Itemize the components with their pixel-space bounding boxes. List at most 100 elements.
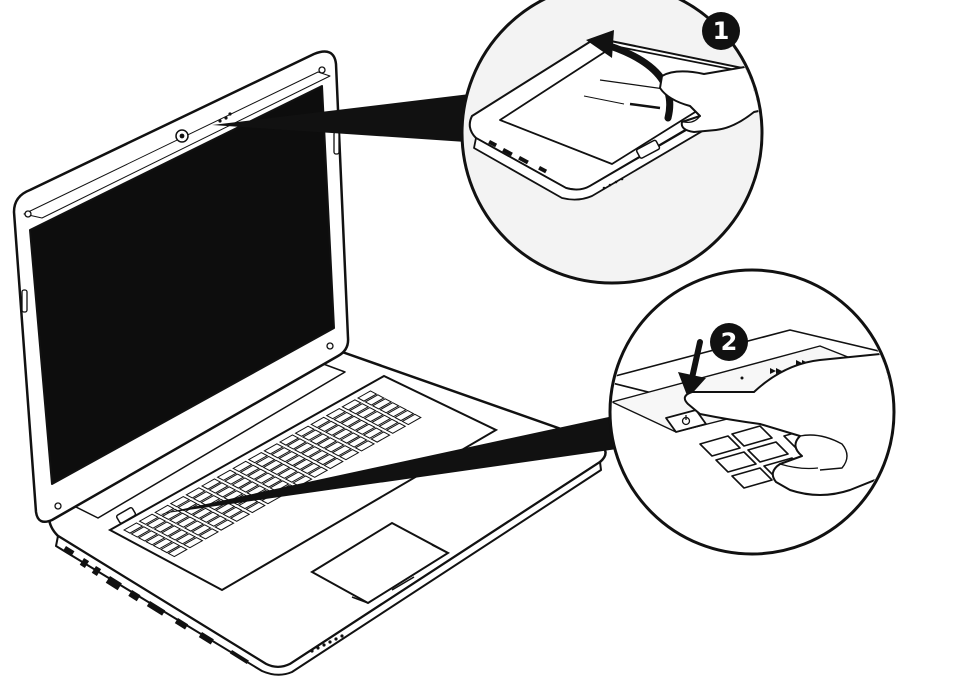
keyboard-key: [232, 460, 253, 473]
keyboard-key: [371, 398, 393, 410]
keyboard-key: [269, 463, 291, 475]
keyboard-key: [246, 468, 268, 480]
keyboard-key: [214, 502, 236, 515]
keyboard-key: [183, 520, 205, 532]
keyboard-key: [324, 441, 345, 453]
microphone-icon: [218, 112, 232, 123]
keyboard-key: [145, 534, 166, 546]
keyboard-key: [347, 419, 369, 431]
keyboard-key: [168, 529, 189, 541]
keyboard-key: [185, 487, 206, 499]
keyboard: [107, 374, 499, 592]
keyboard-key: [354, 440, 376, 452]
laptop-lid: [12, 50, 350, 523]
keyboard-key: [145, 517, 167, 529]
keyboard-key: [317, 420, 339, 432]
keyboard-key: [284, 471, 306, 483]
keyboard-key: [152, 537, 174, 550]
keyboard-key: [223, 473, 245, 485]
keyboard-key: [356, 390, 378, 402]
side-ports: [62, 546, 249, 664]
keyboard-key: [385, 422, 407, 434]
keyboard-key: [216, 469, 238, 481]
keyboard-key: [323, 457, 344, 470]
keyboard-key: [247, 451, 269, 464]
keyboard-key: [270, 447, 292, 459]
keyboard-key: [300, 462, 321, 474]
keyboard-key: [138, 513, 160, 525]
callout-wedge-1: [212, 94, 470, 142]
keyboard-key: [355, 423, 376, 435]
keyboard-key: [347, 436, 368, 448]
keyboard-key: [130, 526, 151, 538]
keyboard-key: [301, 446, 322, 458]
power-symbol-icon[interactable]: [665, 409, 707, 433]
keyboard-key: [254, 472, 275, 484]
keyboard-key: [292, 458, 314, 471]
keyboard-key: [206, 515, 228, 527]
keyboard-key: [159, 541, 181, 554]
keyboard-key: [231, 477, 252, 489]
step-1-badge: 1: [702, 12, 740, 50]
keyboard-key: [176, 516, 197, 528]
keyboard-key: [348, 403, 370, 415]
status-leds: [310, 634, 344, 653]
keyboard-key: [316, 437, 338, 449]
keyboard-key: [370, 431, 391, 443]
keyboard-key: [325, 407, 347, 420]
keyboard-key: [263, 443, 284, 455]
keyboard-key: [309, 433, 330, 445]
webcam-icon: [175, 129, 189, 143]
callout-wedge-2: [160, 415, 624, 514]
keyboard-key: [214, 519, 235, 531]
keyboard-key: [324, 424, 346, 436]
keyboard-key: [333, 411, 354, 424]
keyboard-key: [122, 522, 144, 534]
keyboard-key: [339, 432, 361, 444]
keyboard-keys: [122, 390, 422, 558]
keyboard-key: [208, 482, 229, 494]
keyboard-key: [198, 528, 220, 540]
keyboard-key: [362, 427, 384, 439]
keyboard-key: [332, 428, 353, 440]
keyboard-key: [364, 394, 385, 406]
keyboard-key: [285, 454, 307, 467]
keyboard-key: [301, 429, 323, 441]
keyboard-key: [370, 414, 392, 427]
power-button[interactable]: [115, 506, 137, 524]
keyboard-key: [308, 449, 330, 462]
keyboard-key: [161, 508, 183, 520]
detail-power-button: [608, 268, 896, 556]
keyboard-key: [315, 453, 337, 466]
keyboard-key: [378, 418, 399, 430]
keyboard-key: [338, 448, 360, 461]
keyboard-key: [386, 405, 408, 418]
detail-open-lid: [460, 0, 764, 285]
keyboard-key: [331, 445, 353, 457]
keyboard-key: [192, 491, 214, 503]
keyboard-key: [393, 409, 415, 422]
keyboard-key: [401, 413, 422, 426]
keyboard-key: [363, 410, 385, 423]
keyboard-key: [278, 450, 299, 463]
curved-arrow-up-icon: [606, 42, 674, 122]
keyboard-key: [169, 495, 191, 508]
keyboard-key: [310, 416, 331, 429]
keyboard-key: [261, 476, 283, 488]
keyboard-key: [341, 399, 362, 411]
keyboard-key: [191, 524, 212, 536]
keyboard-key: [168, 512, 190, 524]
keyboard-key: [307, 466, 329, 478]
keyboard-key: [293, 442, 315, 454]
keyboard-key: [137, 530, 159, 542]
keyboard-key: [229, 510, 251, 522]
keyboard-key: [255, 455, 276, 468]
step-2-badge: 2: [710, 323, 748, 361]
keyboard-key: [200, 478, 222, 490]
keyboard-key: [277, 467, 298, 479]
keyboard-key: [286, 438, 307, 450]
keyboard-key: [222, 506, 243, 518]
arrow-down-icon: [678, 339, 706, 398]
keyboard-key: [262, 459, 284, 472]
